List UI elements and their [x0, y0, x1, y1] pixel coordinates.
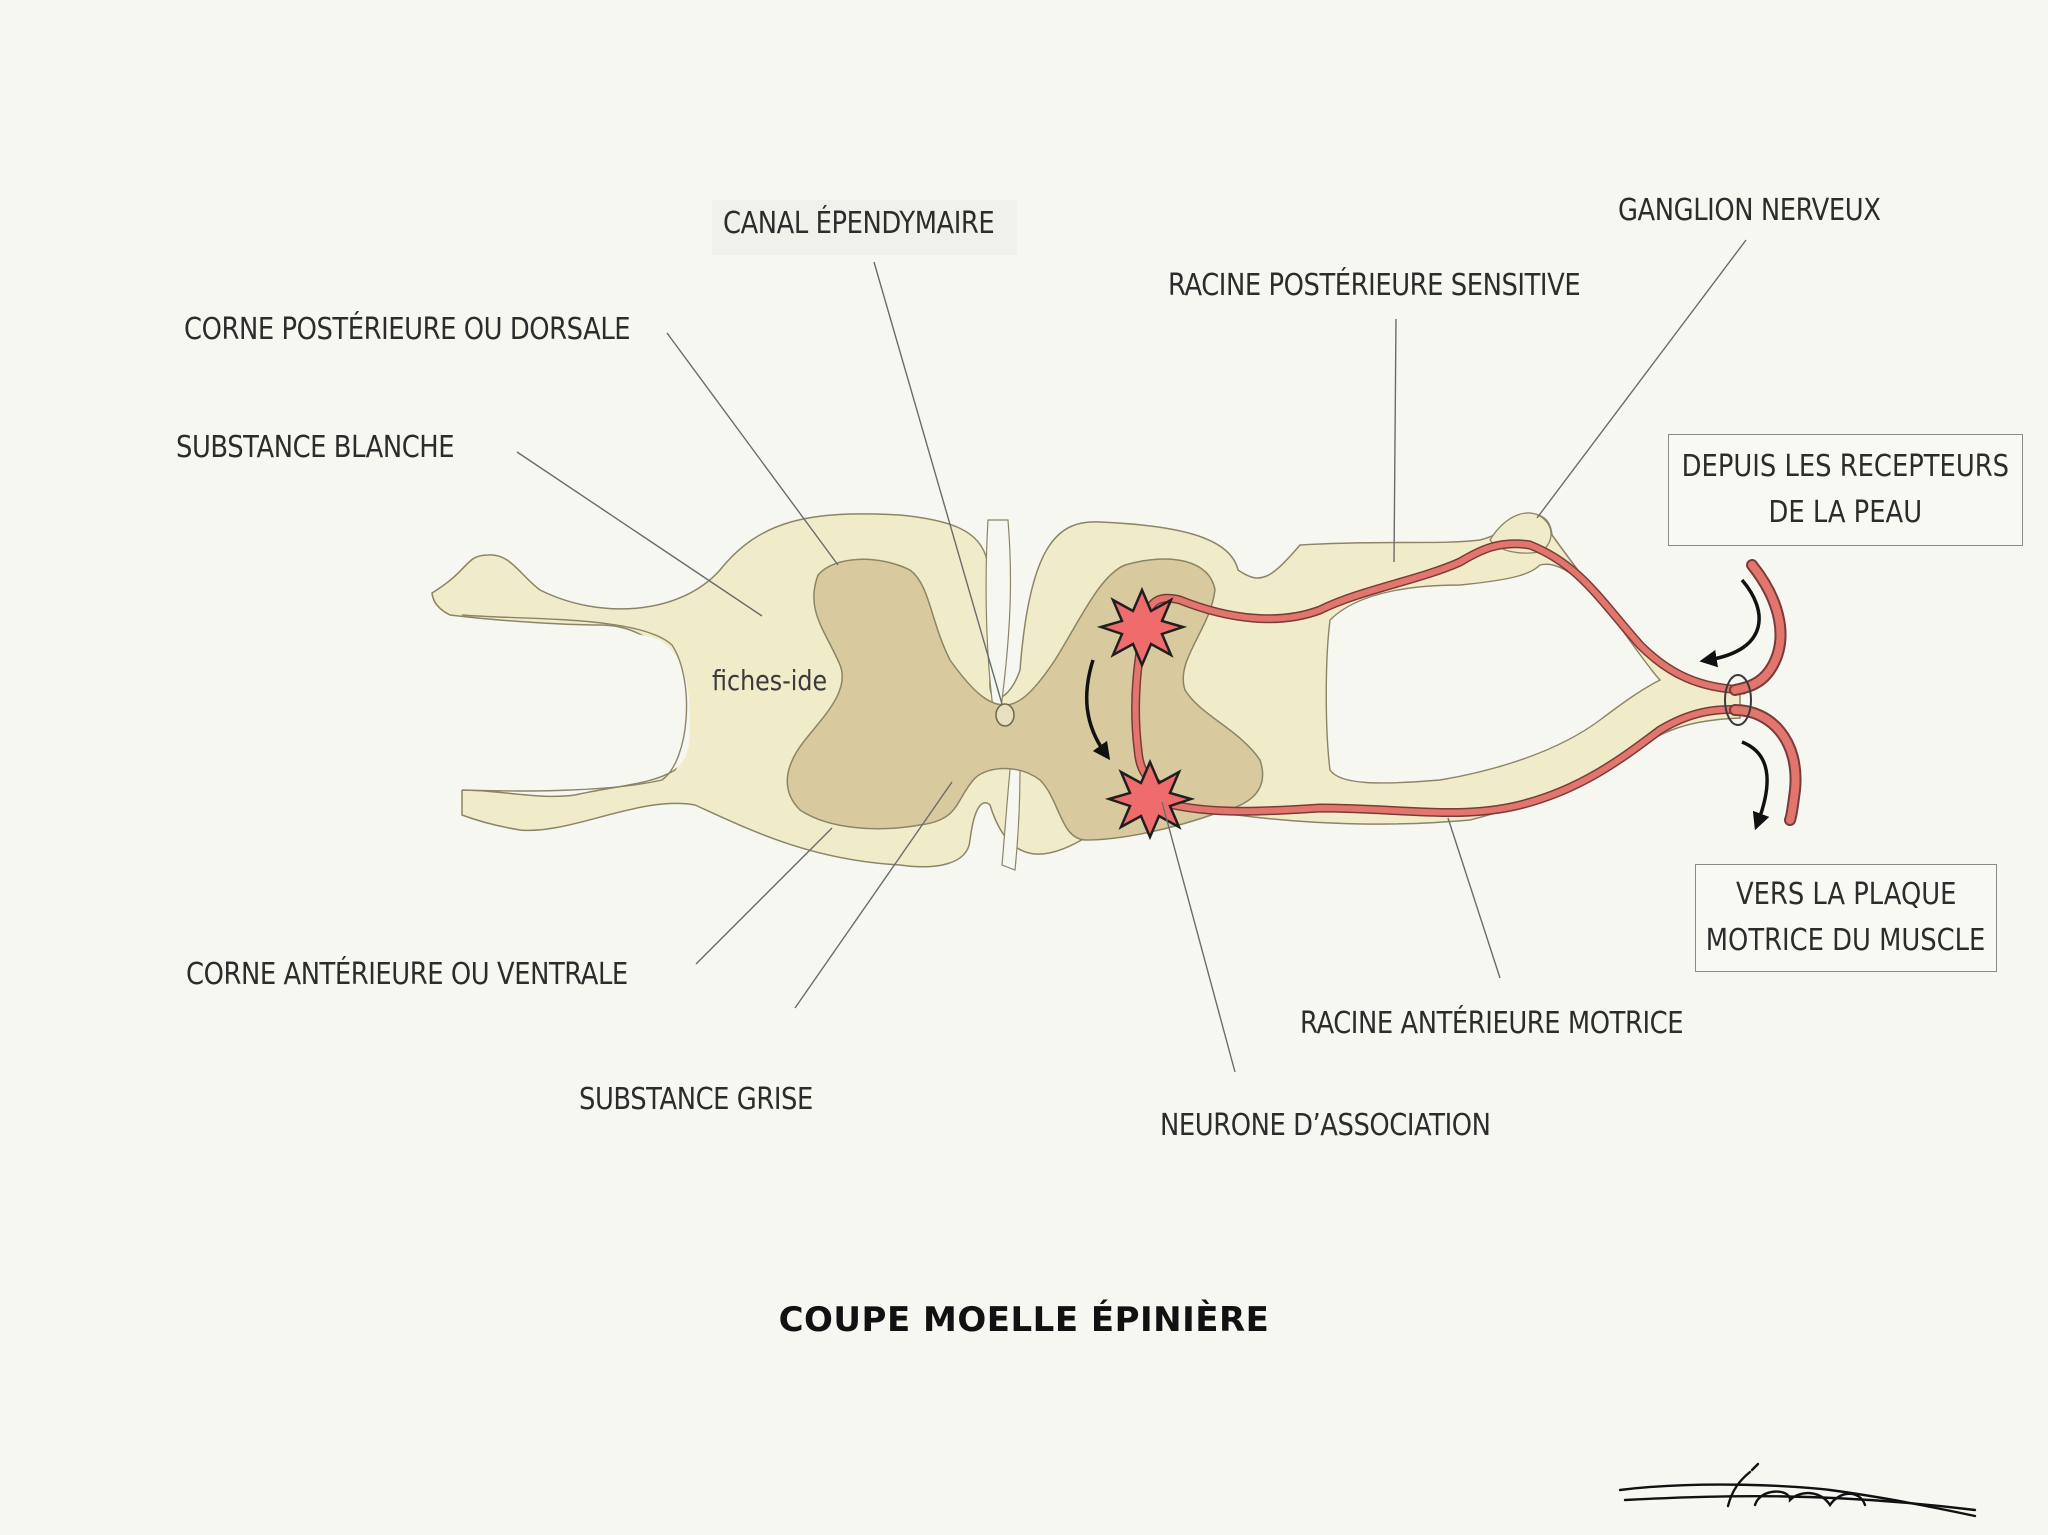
synapse-star-lower [1104, 758, 1196, 841]
flow-arrow-internal [1084, 659, 1111, 761]
label-racine-anterieure: RACINE ANTÉRIEURE MOTRICE [1300, 1006, 1684, 1041]
leader-neurone [1161, 801, 1236, 1073]
dorsal-notch [985, 519, 1012, 712]
leader-racine-anterieure [1447, 817, 1501, 979]
left-opening [440, 625, 690, 790]
signature [1618, 1462, 1977, 1518]
label-neurone-association: NEURONE D’ASSOCIATION [1160, 1108, 1491, 1143]
flow-arrow-out [1741, 740, 1770, 831]
label-substance-blanche: SUBSTANCE BLANCHE [176, 430, 455, 465]
box-depuis-line-1: DEPUIS LES RECEPTEURS [1681, 449, 2010, 484]
leader-racine-posterieure [1393, 318, 1397, 563]
label-racine-posterieure: RACINE POSTÉRIEURE SENSITIVE [1168, 268, 1581, 303]
diagram-title: COUPE MOELLE ÉPINIÈRE [778, 1300, 1270, 1340]
leader-lines [516, 239, 1747, 1073]
box-depuis-line-2: DE LA PEAU [1768, 495, 1923, 530]
box-vers-line-2: MOTRICE DU MUSCLE [1706, 923, 1986, 958]
left-opening-edge [461, 614, 688, 792]
label-canal-ependymaire: CANAL ÉPENDYMAIRE [723, 206, 995, 241]
label-ganglion-nerveux: GANGLION NERVEUX [1618, 193, 1881, 228]
box-depuis-recepteurs: DEPUIS LES RECEPTEURS DE LA PEAU [1668, 434, 2023, 546]
box-vers-line-1: VERS LA PLAQUE [1735, 877, 1957, 912]
nerve-junction-ring [1724, 674, 1752, 726]
synapse-star-upper [1096, 586, 1188, 669]
box-vers-plaque: VERS LA PLAQUE MOTRICE DU MUSCLE [1695, 864, 1997, 972]
watermark-text: fiches-ide [712, 664, 828, 697]
leader-substance-blanche [516, 451, 763, 617]
leader-corne-anterieure [695, 827, 833, 965]
flow-arrow-in [1699, 578, 1761, 668]
central-canal [995, 703, 1015, 727]
label-substance-grise: SUBSTANCE GRISE [579, 1082, 813, 1117]
nerve-loop-hole [1325, 563, 1662, 784]
label-corne-anterieure: CORNE ANTÉRIEURE OU VENTRALE [186, 957, 628, 992]
leader-corne-posterieure [666, 332, 839, 566]
leader-ganglion [1536, 239, 1747, 519]
canal-label-background [712, 200, 1017, 255]
leader-substance-grise [794, 781, 953, 1009]
label-corne-posterieure: CORNE POSTÉRIEURE OU DORSALE [184, 312, 631, 347]
leader-canal [873, 261, 1003, 705]
